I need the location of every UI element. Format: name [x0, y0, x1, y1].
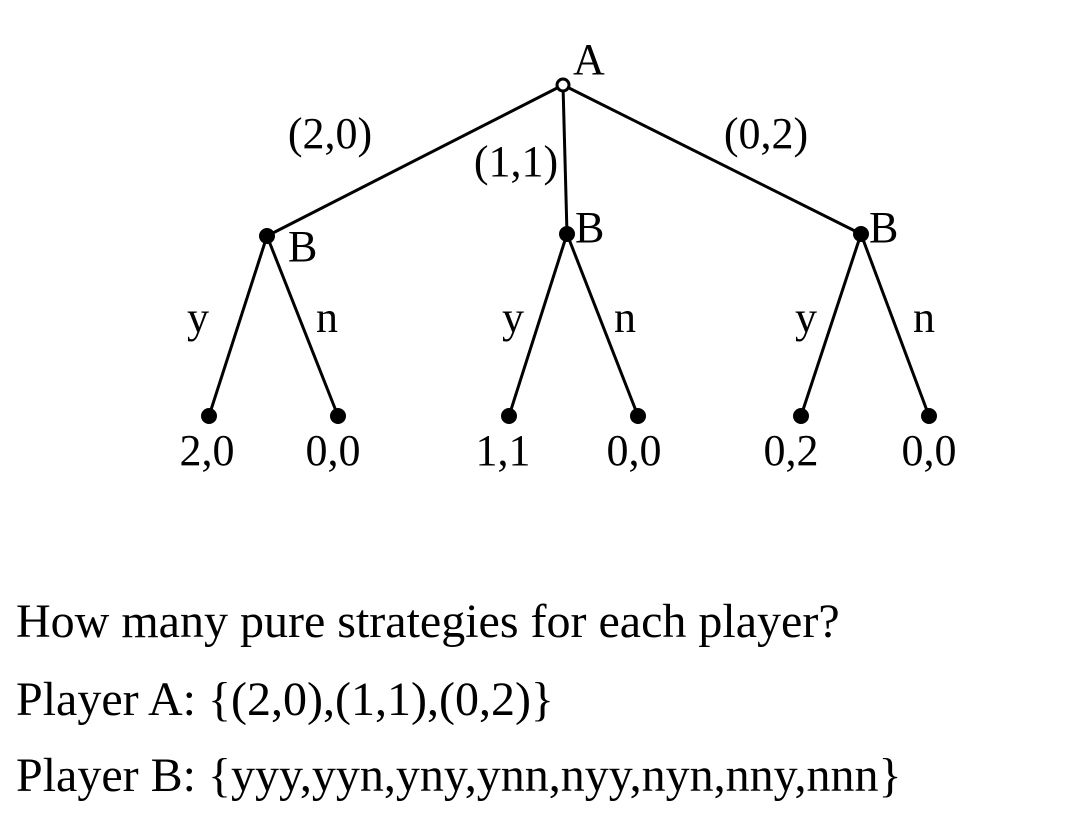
edge-root-left [266, 83, 564, 238]
payoff-label: 2,0 [180, 426, 235, 475]
decision-node-left [259, 228, 275, 244]
payoff-label: 0,2 [764, 426, 819, 475]
edge-right-n [859, 233, 931, 417]
payoff-label: 0,0 [607, 426, 662, 475]
game-tree: A B B B (2,0) (1,1) (0,2) y n y n y n 2,… [180, 35, 957, 475]
action-label-middle-y: y [502, 293, 524, 342]
terminal-node [330, 408, 346, 424]
edge-middle-n [565, 233, 640, 417]
player-b-strategies: Player B: {yyy,yyn,yny,ynn,nyy,nyn,nny,n… [16, 749, 902, 802]
action-label-right-y: y [795, 293, 817, 342]
edge-left-n [265, 235, 340, 417]
action-label-left-y: y [187, 293, 209, 342]
root-player-label: A [573, 35, 605, 84]
payoff-label: 0,0 [306, 426, 361, 475]
edge-root-right [562, 83, 862, 236]
player-a-strategies: Player A: {(2,0),(1,1),(0,2)} [16, 673, 554, 726]
player-label-left: B [288, 222, 317, 271]
action-label-left-n: n [316, 293, 338, 342]
action-label-right-n: n [913, 293, 935, 342]
terminal-node [501, 408, 517, 424]
payoff-label: 1,1 [476, 426, 531, 475]
edge-right-y [799, 233, 863, 417]
move-label-right: (0,2) [724, 109, 808, 158]
terminal-node [921, 408, 937, 424]
move-label-left: (2,0) [288, 109, 372, 158]
terminal-node [630, 408, 646, 424]
decision-node-middle [559, 226, 575, 242]
edge-left-y [207, 235, 269, 417]
action-label-middle-n: n [614, 293, 636, 342]
question-text: How many pure strategies for each player… [16, 595, 840, 648]
root-node [555, 77, 571, 93]
move-label-middle: (1,1) [474, 137, 558, 186]
player-label-middle: B [575, 203, 604, 252]
terminal-node [201, 408, 217, 424]
edge-root-middle [561, 84, 569, 235]
payoff-label: 0,0 [902, 426, 957, 475]
decision-node-right [853, 226, 869, 242]
terminal-node [793, 408, 809, 424]
player-label-right: B [869, 203, 898, 252]
edge-middle-y [507, 233, 569, 417]
